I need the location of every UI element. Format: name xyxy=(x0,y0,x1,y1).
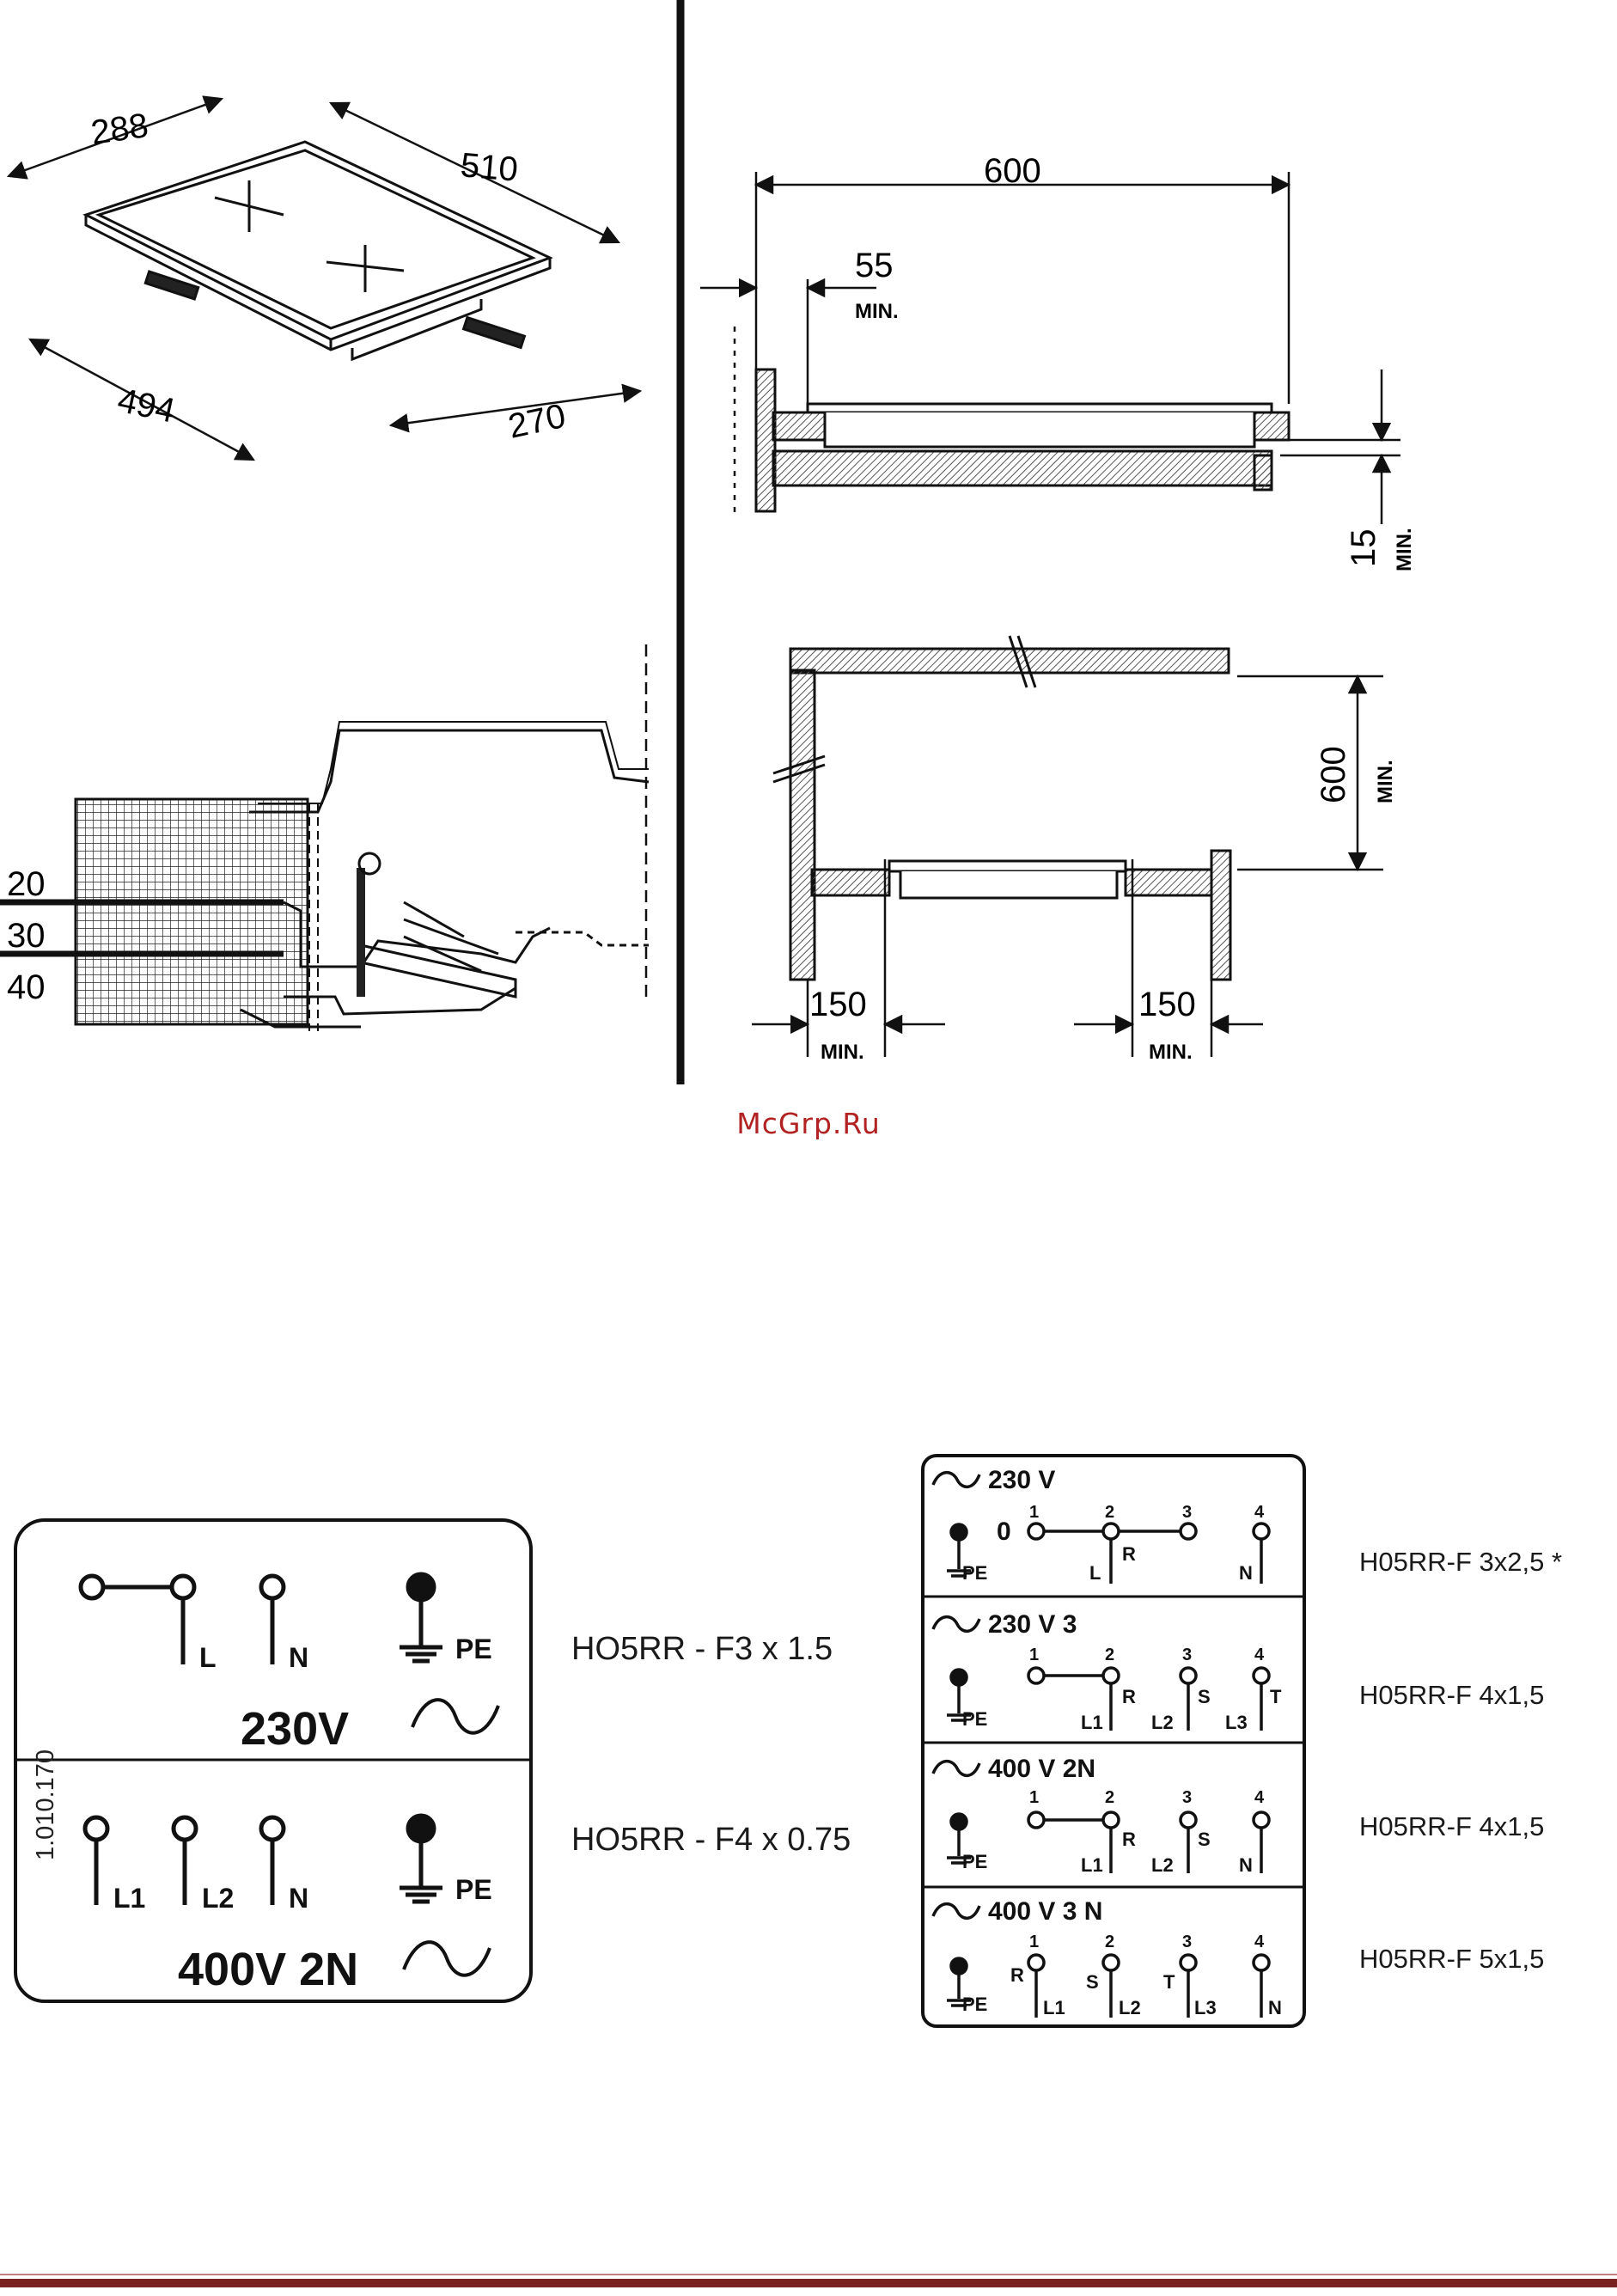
row2-num-4: 4 xyxy=(1254,1646,1265,1664)
row4-L1: L1 xyxy=(1043,1997,1065,2018)
row2-title: 230 V 3 xyxy=(988,1610,1077,1639)
row4-R: R xyxy=(1010,1964,1024,1986)
row3-num-4: 4 xyxy=(1254,1788,1265,1807)
dim-150-right: 150 xyxy=(1138,986,1196,1023)
left-term-N2: N xyxy=(289,1883,308,1914)
cabinet-section xyxy=(772,635,1232,981)
row4-S: S xyxy=(1086,1971,1099,1993)
dim-55: 55 xyxy=(855,247,894,284)
cable-right-4: H05RR-F 5x1,5 xyxy=(1359,1944,1545,1974)
cable-right-1: H05RR-F 3x2,5 * xyxy=(1359,1547,1563,1577)
dim-15: 15 xyxy=(1345,529,1382,568)
dim-288: 288 xyxy=(88,107,150,152)
left-term-N: N xyxy=(289,1642,308,1673)
dim-510: 510 xyxy=(459,146,519,189)
row3-N: N xyxy=(1239,1854,1253,1876)
row3-R: R xyxy=(1122,1829,1136,1850)
row2-T: T xyxy=(1270,1686,1282,1707)
clip-section xyxy=(0,644,650,1031)
left-term-L2: L2 xyxy=(202,1883,234,1914)
dim-150-right-min: MIN. xyxy=(1149,1041,1193,1064)
row2-L3: L3 xyxy=(1225,1712,1248,1733)
row4-L3: L3 xyxy=(1194,1997,1217,2018)
row1-R: R xyxy=(1122,1543,1136,1565)
left-term-L: L xyxy=(199,1642,217,1673)
row3-L1: L1 xyxy=(1081,1854,1103,1876)
row2-num-1: 1 xyxy=(1029,1646,1039,1664)
row4-num-4: 4 xyxy=(1254,1933,1265,1951)
hob-dimension-lines xyxy=(6,95,643,461)
dim-55-min: MIN. xyxy=(855,300,899,323)
cable-left-1: HO5RR - F3 x 1.5 xyxy=(571,1631,833,1667)
terminal-block-right: 230 V 0 1 2 3 4 R PE L N 230 V 3 1 2 3 4… xyxy=(921,1454,1306,2028)
footer-rule-thin xyxy=(0,2274,1617,2275)
row2-R: R xyxy=(1122,1686,1136,1707)
row3-num-3: 3 xyxy=(1182,1788,1192,1807)
row1-num-2: 2 xyxy=(1105,1503,1114,1522)
ac-wave-icon xyxy=(411,1698,500,1735)
installation-drawing: 288 510 494 270 600 55 MIN. 15 MIN. xyxy=(0,0,1416,1084)
row2-S: S xyxy=(1198,1686,1211,1707)
row1-num-1: 1 xyxy=(1029,1503,1039,1522)
dim-600-width: 600 xyxy=(984,152,1041,190)
clip-level-40: 40 xyxy=(7,968,46,1006)
row2-num-2: 2 xyxy=(1105,1646,1114,1664)
row1-N: N xyxy=(1239,1562,1253,1584)
row1-PE: PE xyxy=(962,1562,987,1584)
right-row-230v: 230 V 0 1 2 3 4 R PE L N xyxy=(931,1466,1265,1584)
clip-level-20: 20 xyxy=(7,865,46,903)
terminal-block-left: L N PE 230V L1 L2 N PE 400V 2N 1.010.170 xyxy=(14,1518,533,2003)
side-section xyxy=(754,368,1291,513)
row4-num-3: 3 xyxy=(1182,1933,1192,1951)
dim-600-min: MIN. xyxy=(1374,760,1397,803)
row3-L2: L2 xyxy=(1151,1854,1174,1876)
left-term-PE2: PE xyxy=(455,1874,492,1905)
row3-S: S xyxy=(1198,1829,1211,1850)
clip-level-30: 30 xyxy=(7,917,46,955)
row2-L1: L1 xyxy=(1081,1712,1103,1733)
left-term-PE: PE xyxy=(455,1633,492,1664)
row4-num-2: 2 xyxy=(1105,1933,1114,1951)
dim-270: 270 xyxy=(505,397,569,446)
row4-L2: L2 xyxy=(1119,1997,1141,2018)
side-section-dims xyxy=(700,172,1400,524)
left-voltage-230: 230V xyxy=(241,1703,349,1755)
dim-494: 494 xyxy=(114,382,178,430)
row1-num-4: 4 xyxy=(1254,1503,1265,1522)
row2-num-3: 3 xyxy=(1182,1646,1192,1664)
dim-150-left-min: MIN. xyxy=(821,1041,864,1064)
cable-right-2: H05RR-F 4x1,5 xyxy=(1359,1680,1545,1710)
row1-L: L xyxy=(1089,1562,1101,1584)
right-row-400v3n: 400 V 3 N 1 2 3 4 R S T PE L1 L2 L3 N xyxy=(931,1897,1282,2018)
row3-num-1: 1 xyxy=(1029,1788,1039,1807)
row1-num-3: 3 xyxy=(1182,1503,1192,1522)
dim-150-left: 150 xyxy=(809,986,867,1023)
dim-15-min: MIN. xyxy=(1393,528,1416,571)
row4-num-1: 1 xyxy=(1029,1933,1039,1951)
left-voltage-400: 400V 2N xyxy=(178,1944,358,1995)
row3-num-2: 2 xyxy=(1105,1788,1114,1807)
right-row-230v3: 230 V 3 1 2 3 4 R S T PE L1 L2 L3 xyxy=(931,1610,1282,1733)
row4-title: 400 V 3 N xyxy=(988,1897,1102,1926)
footer-rule xyxy=(0,2279,1617,2287)
row4-N: N xyxy=(1268,1997,1282,2018)
row2-L2: L2 xyxy=(1151,1712,1174,1733)
row3-title: 400 V 2N xyxy=(988,1755,1095,1783)
right-row-400v2n: 400 V 2N 1 2 3 4 R S PE L1 L2 N xyxy=(931,1755,1265,1876)
row1-zero: 0 xyxy=(997,1517,1011,1546)
row1-title: 230 V xyxy=(988,1466,1055,1494)
ac-wave-icon xyxy=(402,1940,491,1977)
cable-left-2: HO5RR - F4 x 0.75 xyxy=(571,1822,851,1858)
watermark: McGrp.Ru xyxy=(736,1107,881,1140)
doc-number: 1.010.170 xyxy=(32,1749,59,1860)
cabinet-dims xyxy=(752,674,1383,1057)
hob-isometric xyxy=(82,140,553,362)
dim-600-height: 600 xyxy=(1315,746,1352,803)
cable-right-3: H05RR-F 4x1,5 xyxy=(1359,1811,1545,1841)
row4-T: T xyxy=(1163,1971,1175,1993)
left-term-L1: L1 xyxy=(113,1883,145,1914)
